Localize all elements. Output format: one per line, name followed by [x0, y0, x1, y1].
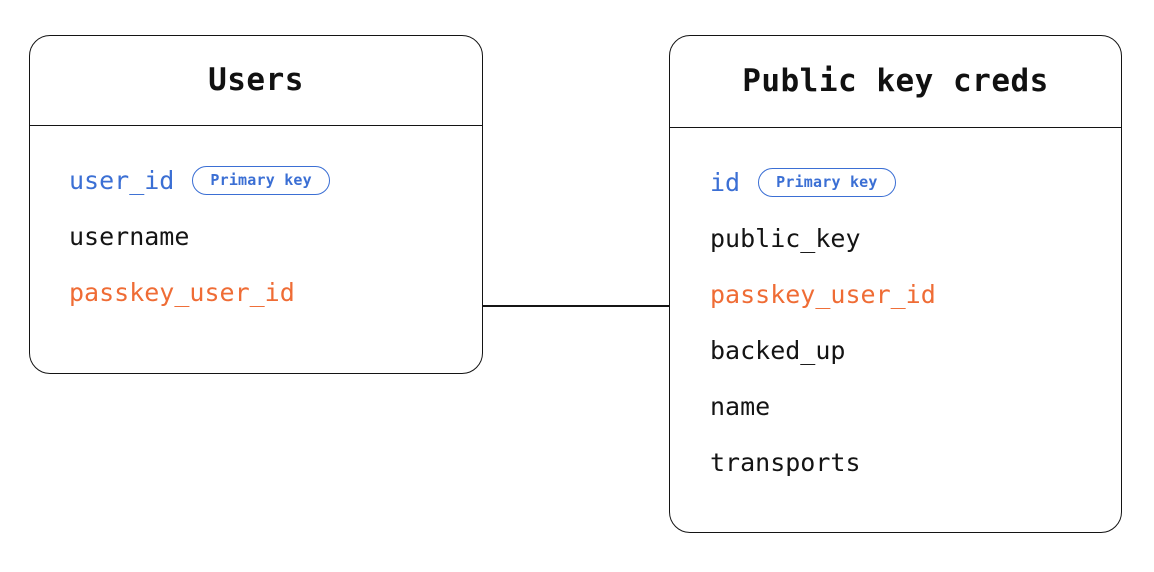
- field-row[interactable]: transports: [710, 434, 1121, 490]
- field-name: user_id: [69, 165, 175, 195]
- entity-card-users[interactable]: Users user_id Primary key username passk…: [29, 35, 483, 374]
- entity-header-public-key-creds: Public key creds: [670, 36, 1121, 128]
- field-name: backed_up: [710, 335, 846, 365]
- relationship-line-users-credentials: [482, 305, 671, 307]
- field-row[interactable]: id Primary key: [710, 154, 1121, 210]
- field-name: passkey_user_id: [69, 277, 295, 307]
- field-name: id: [710, 167, 741, 197]
- field-row[interactable]: user_id Primary key: [69, 152, 482, 208]
- entity-title-public-key-creds: Public key creds: [742, 63, 1049, 99]
- primary-key-badge: Primary key: [192, 165, 330, 195]
- entity-card-public-key-creds[interactable]: Public key creds id Primary key public_k…: [669, 35, 1122, 533]
- entity-header-users: Users: [30, 36, 482, 126]
- field-row[interactable]: backed_up: [710, 322, 1121, 378]
- field-row[interactable]: passkey_user_id: [69, 264, 482, 320]
- field-name: passkey_user_id: [710, 279, 936, 309]
- field-name: username: [69, 221, 190, 251]
- field-row[interactable]: passkey_user_id: [710, 266, 1121, 322]
- field-name: transports: [710, 447, 861, 477]
- field-name: name: [710, 391, 771, 421]
- field-row[interactable]: username: [69, 208, 482, 264]
- primary-key-badge: Primary key: [758, 167, 896, 197]
- field-row[interactable]: public_key: [710, 210, 1121, 266]
- entity-fields-public-key-creds: id Primary key public_key passkey_user_i…: [670, 128, 1121, 532]
- entity-fields-users: user_id Primary key username passkey_use…: [30, 126, 482, 373]
- field-row[interactable]: name: [710, 378, 1121, 434]
- entity-title-users: Users: [208, 62, 304, 98]
- field-name: public_key: [710, 223, 861, 253]
